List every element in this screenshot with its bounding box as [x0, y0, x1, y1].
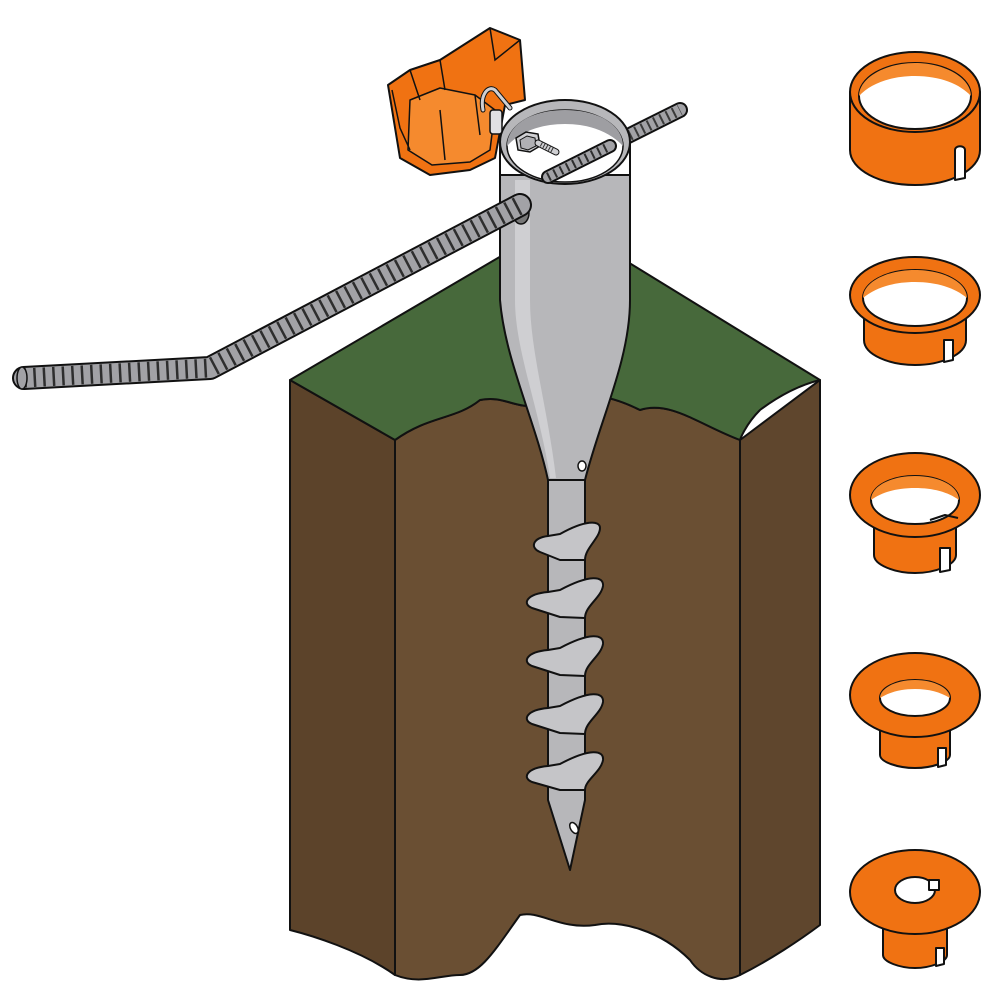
reducer-ring-4 — [849, 652, 981, 769]
reducer-ring-1 — [849, 51, 981, 186]
reducer-inserts — [849, 51, 981, 969]
twist-bar — [12, 139, 617, 390]
soil-right-face — [739, 379, 821, 976]
reducer-ring-3 — [849, 452, 981, 574]
soil-block — [289, 244, 821, 981]
soil-left-face — [289, 379, 396, 976]
reducer-ring-5 — [849, 849, 981, 969]
reducer-ring-2 — [849, 256, 981, 366]
octagonal-adapter — [387, 27, 526, 176]
ground-screw-anchor — [499, 99, 631, 871]
hex-bolt — [515, 131, 560, 156]
helix-flights — [525, 521, 604, 791]
anchor-cone — [499, 174, 631, 481]
